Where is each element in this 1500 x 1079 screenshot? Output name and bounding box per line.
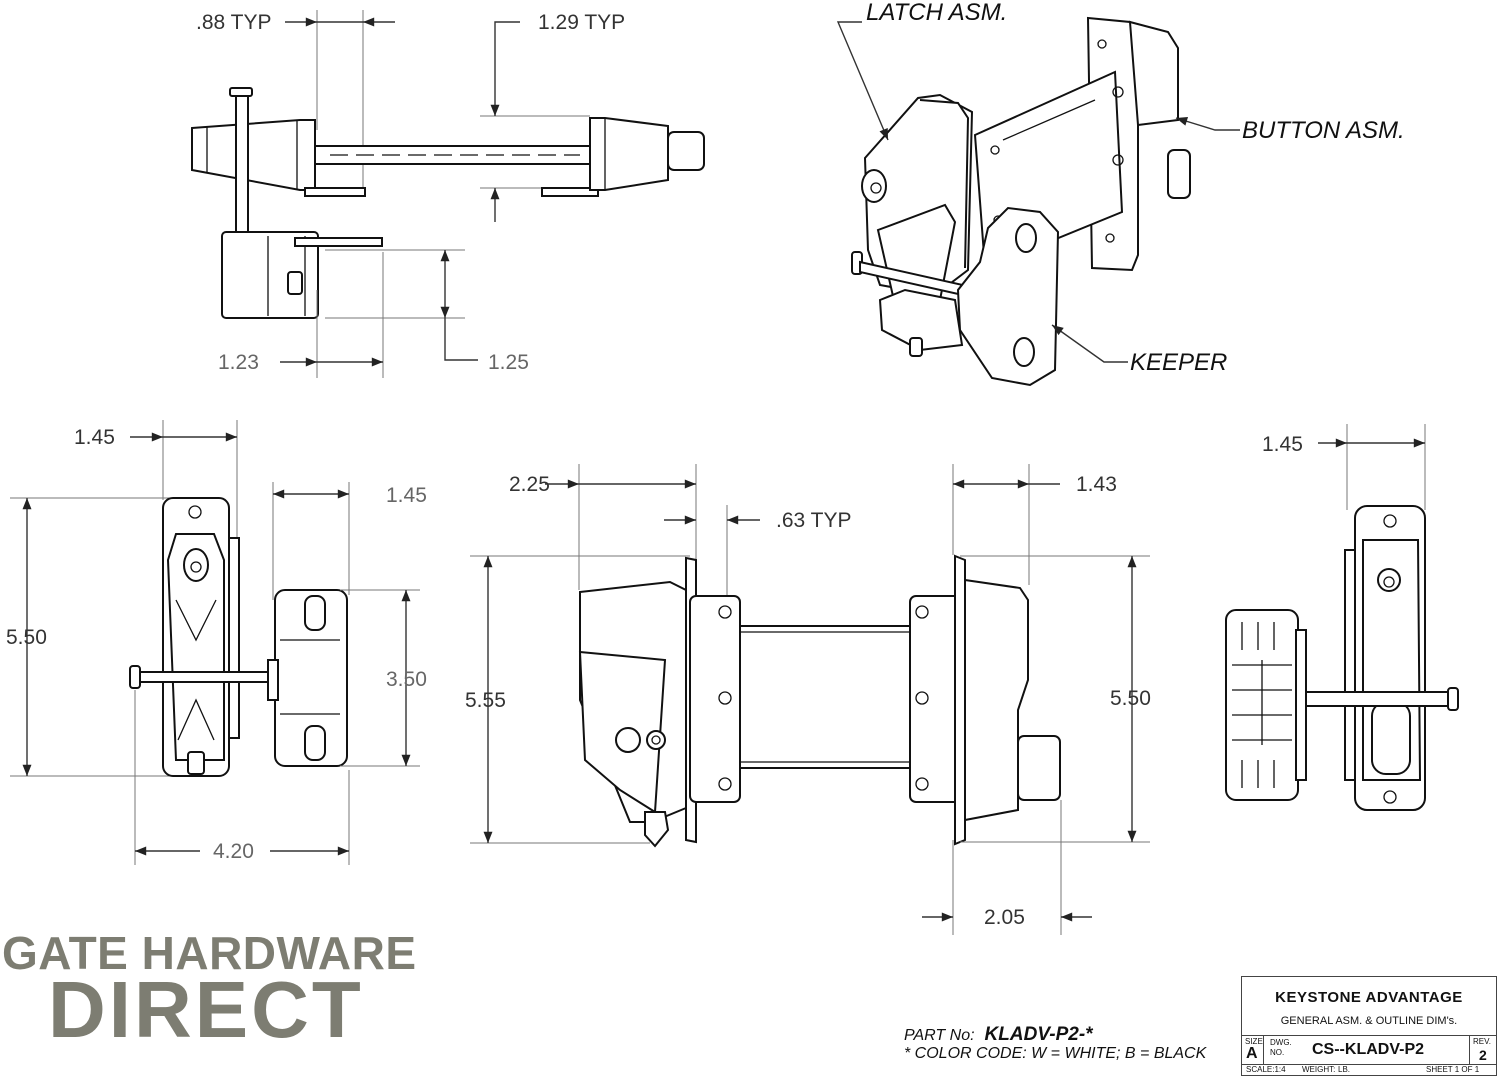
color-code-note: * COLOR CODE: W = WHITE; B = BLACK: [904, 1045, 1207, 1062]
dim-129-typ: 1.29 TYP: [538, 11, 625, 34]
dim-550-b: 5.50: [1110, 687, 1151, 710]
dim-063-typ: .63 TYP: [776, 509, 852, 532]
scale: SCALE:1:4: [1246, 1065, 1286, 1074]
dim-123: 1.23: [218, 351, 259, 374]
size-label: SIZE: [1245, 1037, 1263, 1046]
callout-button-asm: BUTTON ASM.: [1242, 117, 1405, 144]
dim-145-a: 1.45: [74, 426, 115, 449]
size-value: A: [1246, 1045, 1258, 1062]
button-front-view: [1225, 424, 1459, 811]
size-cell: SIZE A: [1242, 1036, 1264, 1064]
dwg-no-label: DWG. NO.: [1270, 1038, 1292, 1057]
weight-unit: LB.: [1338, 1065, 1351, 1074]
drawing-title: KEYSTONE ADVANTAGE: [1275, 989, 1463, 1006]
top-view-assembly: [191, 10, 705, 378]
callout-latch-asm: LATCH ASM.: [866, 0, 1007, 26]
dim-555: 5.55: [465, 689, 506, 712]
part-number: PART No: KLADV-P2-*: [904, 1024, 1093, 1046]
logo-line-1: GATE HARDWARE: [2, 927, 417, 979]
rev-label: REV.: [1473, 1037, 1491, 1046]
dwg-no-value: CS--KLADV-P2: [1312, 1041, 1425, 1058]
dim-205: 2.05: [984, 906, 1025, 929]
weight-label: WEIGHT:: [1302, 1065, 1336, 1074]
callout-keeper: KEEPER: [1130, 349, 1227, 376]
logo-line-2: DIRECT: [48, 965, 364, 1054]
sheet: SHEET 1 OF 1: [1426, 1065, 1480, 1074]
part-number-value: KLADV-P2-*: [984, 1024, 1093, 1045]
dim-143: 1.43: [1076, 473, 1117, 496]
dim-145-c: 1.45: [1262, 433, 1303, 456]
dim-350: 3.50: [386, 668, 427, 691]
side-view-assembly: [470, 464, 1150, 935]
dim-550-a: 5.50: [6, 626, 47, 649]
rev-value: 2: [1479, 1047, 1487, 1063]
isometric-assembly: [836, 16, 1240, 387]
dim-145-b: 1.45: [386, 484, 427, 507]
latch-front-view: [10, 420, 420, 865]
drawing-subtitle: GENERAL ASM. & OUTLINE DIM's.: [1280, 1015, 1458, 1027]
dim-125: 1.25: [488, 351, 529, 374]
title-block: KEYSTONE ADVANTAGE GENERAL ASM. & OUTLIN…: [1241, 976, 1497, 1076]
dim-088-typ: .88 TYP: [196, 11, 272, 34]
part-number-label: PART No:: [904, 1027, 975, 1044]
dim-225: 2.25: [509, 473, 550, 496]
title-block-row: SIZE A DWG. NO. CS--KLADV-P2 REV. 2: [1242, 1035, 1496, 1065]
dwg-no-cell: DWG. NO. CS--KLADV-P2: [1264, 1036, 1470, 1064]
rev-cell: REV. 2: [1470, 1036, 1498, 1064]
dim-420: 4.20: [213, 840, 254, 863]
